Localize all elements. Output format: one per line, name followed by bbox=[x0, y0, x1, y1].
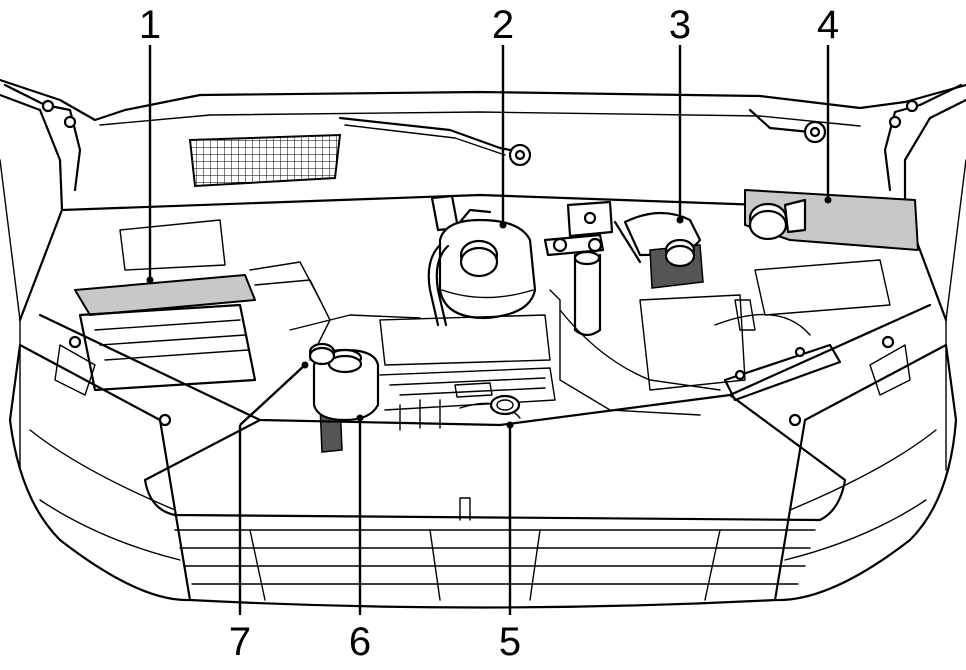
engine-block bbox=[379, 289, 721, 431]
front-reservoir bbox=[312, 348, 380, 453]
cowl-grille bbox=[188, 133, 342, 188]
left-hoses bbox=[249, 261, 421, 361]
headlight-left bbox=[8, 335, 192, 602]
body-frame bbox=[0, 78, 966, 471]
front-grille bbox=[174, 529, 816, 609]
callout-5: 5 bbox=[499, 620, 521, 664]
washer-fluid-reservoir bbox=[744, 189, 919, 251]
callout-3: 3 bbox=[669, 3, 691, 47]
brake-fluid-reservoir bbox=[613, 211, 704, 289]
headlight-right bbox=[773, 335, 958, 602]
front-crossmember bbox=[38, 303, 932, 522]
oil-dipstick-ring bbox=[489, 394, 521, 416]
wiper-arm-right bbox=[748, 108, 827, 144]
callout-6: 6 bbox=[349, 620, 371, 664]
leader-lines bbox=[146, 45, 832, 615]
center-fitting bbox=[543, 200, 614, 337]
callout-7: 7 bbox=[229, 620, 251, 664]
callout-numbers: 1 2 3 4 7 6 5 bbox=[139, 3, 839, 664]
filler-cap bbox=[308, 342, 336, 366]
callout-2: 2 bbox=[492, 3, 514, 47]
hood-hinge-left bbox=[3, 83, 82, 192]
coolant-expansion-tank bbox=[427, 194, 537, 327]
hood-hinge-right bbox=[883, 83, 963, 192]
battery bbox=[74, 219, 257, 392]
wiper-arm-left bbox=[338, 116, 532, 167]
callout-4: 4 bbox=[817, 3, 839, 47]
callout-1: 1 bbox=[139, 3, 161, 47]
